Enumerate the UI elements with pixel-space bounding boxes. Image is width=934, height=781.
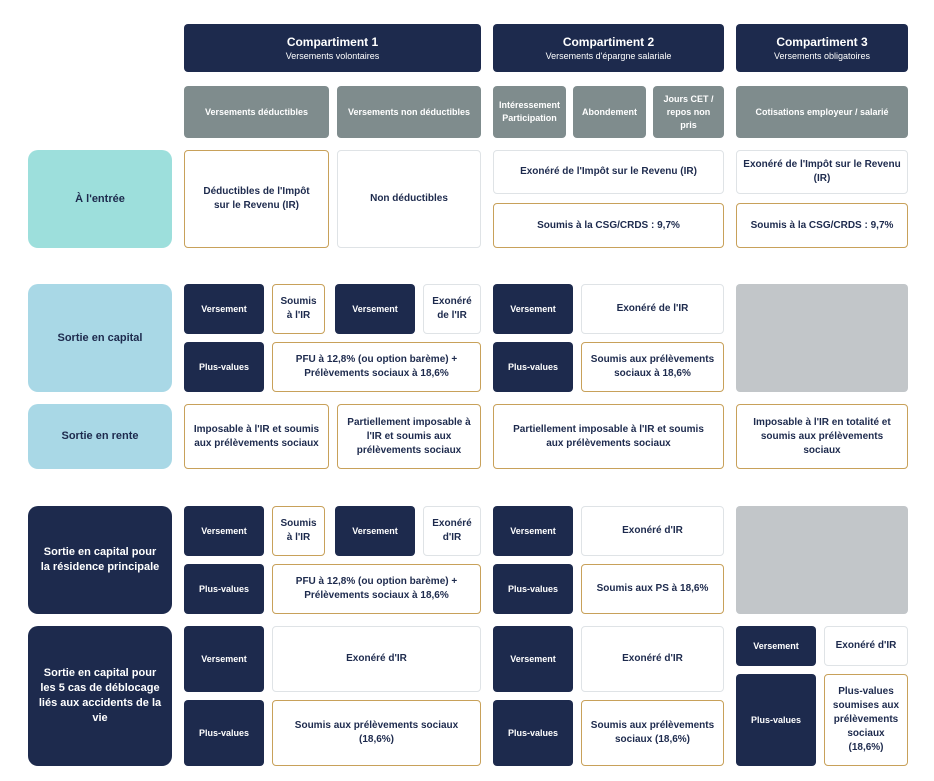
cell-capital-plus-values: Plus-values — [184, 342, 264, 392]
cell-accidents-c2-exonere: Exonéré d'IR — [581, 626, 724, 692]
cell-residence-c2-exonere: Exonéré d'IR — [581, 506, 724, 556]
subheader-abondement: Abondement — [573, 86, 646, 138]
cell-accidents-c2-versement: Versement — [493, 626, 573, 692]
cell-entree-deductibles: Déductibles de l'Impôt sur le Revenu (IR… — [184, 150, 329, 248]
cell-accidents-c1-ps: Soumis aux prélèvements sociaux (18,6%) — [272, 700, 481, 766]
header-subtitle: Versements volontaires — [285, 50, 380, 61]
header-subtitle: Versements d'épargne salariale — [545, 50, 672, 61]
header-subtitle: Versements obligatoires — [773, 50, 871, 61]
cell-capital-pfu: PFU à 12,8% (ou option barème) + Prélève… — [272, 342, 481, 392]
cell-residence-c2-ps: Soumis aux PS à 18,6% — [581, 564, 724, 614]
cell-accidents-c3-exonere: Exonéré d'IR — [824, 626, 908, 666]
cell-residence-c2-plus-values: Plus-values — [493, 564, 573, 614]
header-compartiment-2: Compartiment 2 Versements d'épargne sala… — [493, 24, 724, 72]
row-label-entree: À l'entrée — [28, 150, 172, 248]
header-title: Compartiment 1 — [286, 34, 379, 49]
row-label-accidents-vie: Sortie en capital pour les 5 cas de débl… — [28, 626, 172, 766]
cell-residence-exonere-ir: Exonéré d'IR — [423, 506, 481, 556]
cell-residence-c2-versement: Versement — [493, 506, 573, 556]
row-label-residence-principale: Sortie en capital pour la résidence prin… — [28, 506, 172, 614]
cell-residence-plus-values: Plus-values — [184, 564, 264, 614]
cell-residence-soumis-ir: Soumis à l'IR — [272, 506, 325, 556]
cell-entree-non-deductibles: Non déductibles — [337, 150, 481, 248]
cell-capital-versement-2: Versement — [335, 284, 415, 334]
cell-accidents-c3-plus-values: Plus-values — [736, 674, 816, 766]
cell-capital-soumis-ir: Soumis à l'IR — [272, 284, 325, 334]
cell-entree-c2-exonere: Exonéré de l'Impôt sur le Revenu (IR) — [493, 150, 724, 194]
header-title: Compartiment 3 — [776, 34, 868, 49]
cell-accidents-c2-plus-values: Plus-values — [493, 700, 573, 766]
cell-capital-exonere-ir: Exonéré de l'IR — [423, 284, 481, 334]
row-label-sortie-rente: Sortie en rente — [28, 404, 172, 469]
header-title: Compartiment 2 — [562, 34, 655, 49]
header-compartiment-3: Compartiment 3 Versements obligatoires — [736, 24, 908, 72]
cell-capital-c2-plus-values: Plus-values — [493, 342, 573, 392]
cell-rente-c1b: Partiellement imposable à l'IR et soumis… — [337, 404, 481, 469]
cell-accidents-versement: Versement — [184, 626, 264, 692]
cell-accidents-plus-values: Plus-values — [184, 700, 264, 766]
cell-rente-c2: Partiellement imposable à l'IR et soumis… — [493, 404, 724, 469]
cell-entree-c3-exonere: Exonéré de l'Impôt sur le Revenu (IR) — [736, 150, 908, 194]
header-compartiment-1: Compartiment 1 Versements volontaires — [184, 24, 481, 72]
cell-capital-c2-versement: Versement — [493, 284, 573, 334]
cell-capital-c2-exonere: Exonéré de l'IR — [581, 284, 724, 334]
cell-entree-c3-csg: Soumis à la CSG/CRDS : 9,7% — [736, 203, 908, 248]
subheader-non-deductibles: Versements non déductibles — [337, 86, 481, 138]
cell-rente-c3: Imposable à l'IR en totalité et soumis a… — [736, 404, 908, 469]
row-label-sortie-capital: Sortie en capital — [28, 284, 172, 392]
cell-residence-c3-empty — [736, 506, 908, 614]
cell-residence-pfu: PFU à 12,8% (ou option barème) + Prélève… — [272, 564, 481, 614]
cell-residence-versement: Versement — [184, 506, 264, 556]
cell-entree-c2-csg: Soumis à la CSG/CRDS : 9,7% — [493, 203, 724, 248]
cell-accidents-c2-ps: Soumis aux prélèvements sociaux (18,6%) — [581, 700, 724, 766]
subheader-interessement: Intéressement Participation — [493, 86, 566, 138]
subheader-cet: Jours CET / repos non pris — [653, 86, 724, 138]
cell-residence-versement-2: Versement — [335, 506, 415, 556]
cell-capital-versement: Versement — [184, 284, 264, 334]
cell-accidents-c3-versement: Versement — [736, 626, 816, 666]
cell-capital-c2-ps: Soumis aux prélèvements sociaux à 18,6% — [581, 342, 724, 392]
cell-capital-c3-empty — [736, 284, 908, 392]
cell-rente-c1a: Imposable à l'IR et soumis aux prélèveme… — [184, 404, 329, 469]
subheader-deductibles: Versements déductibles — [184, 86, 329, 138]
subheader-cotisations: Cotisations employeur / salarié — [736, 86, 908, 138]
cell-accidents-c3-ps: Plus-values soumises aux prélèvements so… — [824, 674, 908, 766]
cell-accidents-c1-exonere: Exonéré d'IR — [272, 626, 481, 692]
